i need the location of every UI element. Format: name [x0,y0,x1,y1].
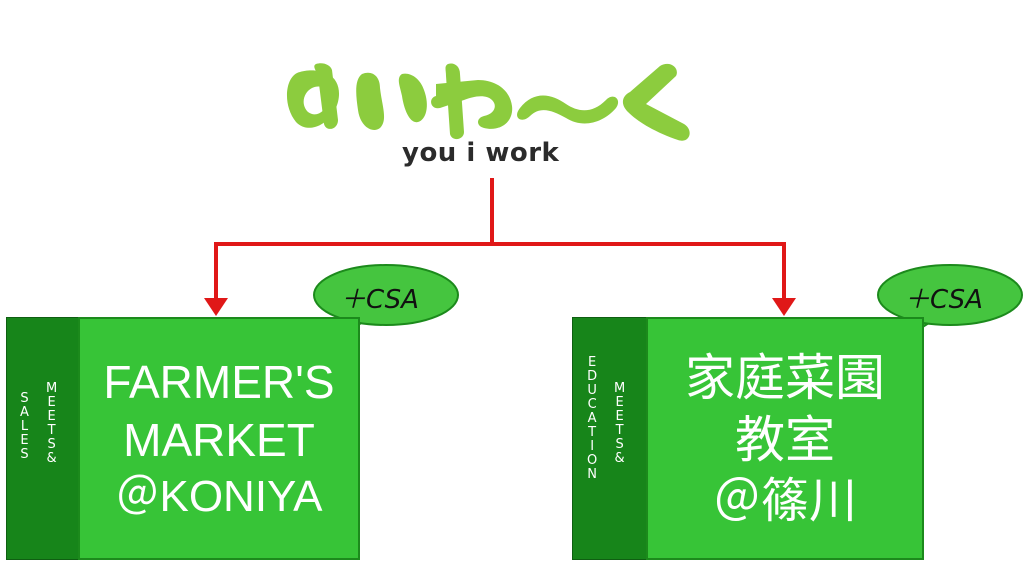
right-bubble-text: ＋CSA [904,285,983,315]
left-line-2: MARKET [123,413,315,466]
left-side-bar [6,317,80,560]
right-line-1: 家庭菜園 [685,348,885,407]
logo-subtitle: you i work [402,138,560,168]
left-line-3: ＠KONIYA [115,471,323,521]
right-line-2: 教室 [735,410,835,469]
right-branch-box: 家庭菜園 教室 ＠篠川 [646,317,924,560]
left-line-1: FARMER'S [103,355,335,408]
left-branch-box: FARMER'S MARKET ＠KONIYA [78,317,360,560]
right-arrowhead [772,298,796,316]
youiwork-logo [286,63,690,141]
right-line-3: ＠篠川 [712,472,857,529]
left-bubble-text: ＋CSA [340,285,419,315]
connector-lines [214,178,786,302]
right-side-bar [572,317,648,560]
left-arrowhead [204,298,228,316]
